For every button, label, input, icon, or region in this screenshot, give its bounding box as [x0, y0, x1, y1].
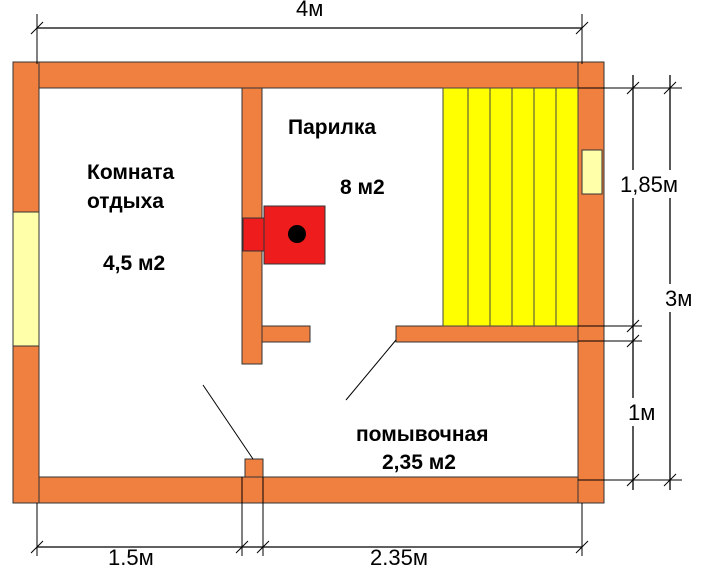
- dim-top-width: 4м: [296, 0, 323, 21]
- partition-stub-bottom: [244, 458, 264, 478]
- dim-right-upper: 1,85м: [620, 172, 678, 197]
- stove: [242, 205, 326, 265]
- dim-bottom-right: 2.35м: [370, 545, 428, 569]
- partition-stub-left: [261, 325, 311, 343]
- bench-plank: [442, 87, 469, 327]
- wall-bottom: [12, 476, 604, 504]
- dim-right-lower: 1м: [628, 400, 655, 425]
- dimension-right: 1,85м 3м 1м: [578, 75, 704, 490]
- room-steam-label: Парилка: [288, 116, 376, 139]
- sauna-bench: [442, 87, 579, 327]
- door-line-wash: [345, 339, 397, 401]
- room-wash-label: помывочная: [356, 423, 488, 446]
- dimension-bottom: 1.5м 2.35м: [30, 477, 589, 569]
- room-rest-area: 4,5 м2: [103, 252, 165, 275]
- door-line-rest: [202, 384, 254, 460]
- room-wash-area: 2,35 м2: [382, 451, 456, 474]
- stove-burner-icon: [288, 225, 306, 243]
- dim-right-total: 3м: [665, 286, 692, 311]
- room-steam-area: 8 м2: [340, 176, 385, 199]
- window-right: [581, 149, 603, 195]
- room-rest-label-line2: отдыха: [87, 190, 164, 213]
- wall-right: [577, 61, 605, 504]
- dimension-top: 4м: [30, 0, 589, 64]
- window-left: [12, 211, 40, 347]
- bench-plank: [467, 87, 491, 327]
- bench-plank: [555, 87, 579, 327]
- partition-wash: [395, 325, 579, 343]
- room-rest-label-line1: Комната: [87, 161, 175, 184]
- bench-plank: [533, 87, 557, 327]
- bench-plank: [511, 87, 535, 327]
- wall-top: [12, 61, 604, 89]
- bench-plank: [489, 87, 513, 327]
- dim-bottom-left: 1.5м: [108, 545, 154, 569]
- stove-firebox: [242, 217, 266, 252]
